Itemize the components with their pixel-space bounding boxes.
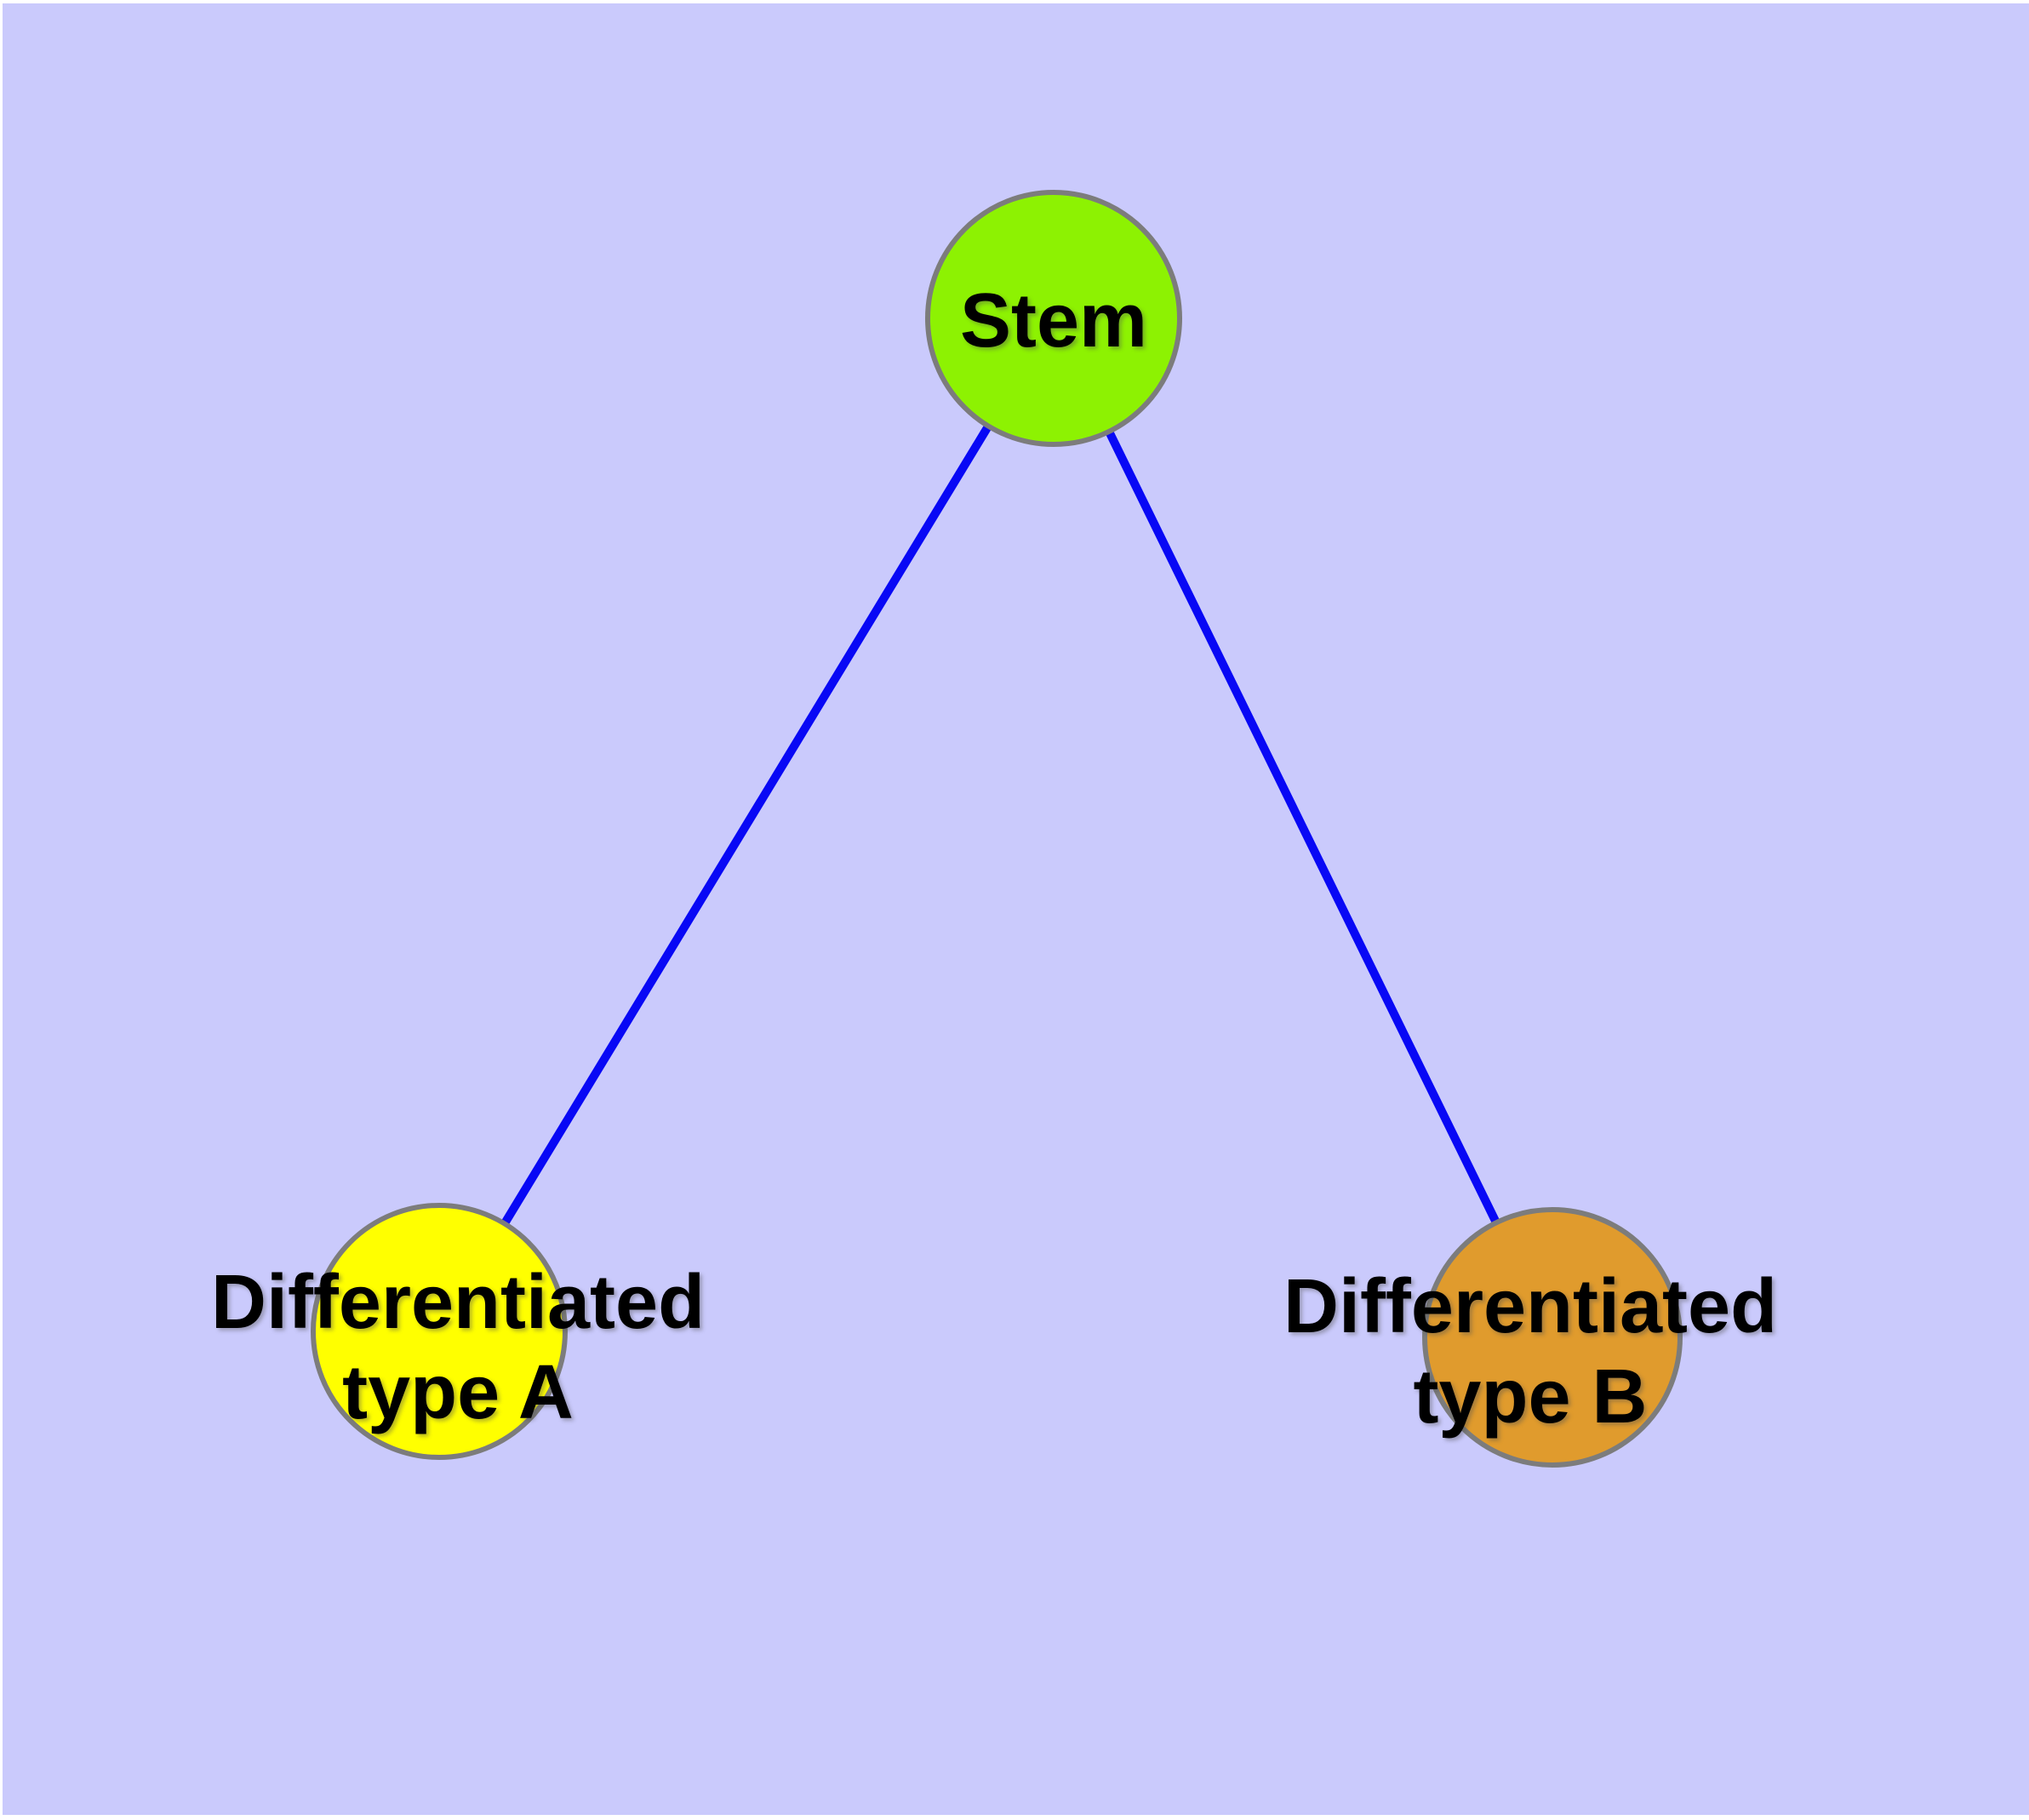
node-differentiated-type-a[interactable]: [311, 1203, 568, 1460]
edge-stem-to-type-b[interactable]: [1049, 316, 1557, 1340]
node-type-a-label-line-1: Differentiated: [210, 1260, 706, 1345]
node-differentiated-type-b[interactable]: [1422, 1207, 1683, 1468]
node-type-b-label: Differentiated type B: [1283, 1262, 1777, 1442]
edge-stem-to-type-a[interactable]: [435, 316, 1058, 1334]
node-type-a-label: Differentiated type A: [211, 1257, 705, 1438]
node-type-b-label-line-2: type B: [1413, 1354, 1648, 1439]
node-stem-label-line: Stem: [959, 278, 1148, 363]
node-type-a-label-line-2: type A: [342, 1350, 574, 1435]
node-stem[interactable]: [925, 190, 1182, 447]
node-stem-label: Stem: [960, 276, 1147, 366]
node-type-b-label-line-1: Differentiated: [1283, 1264, 1778, 1349]
